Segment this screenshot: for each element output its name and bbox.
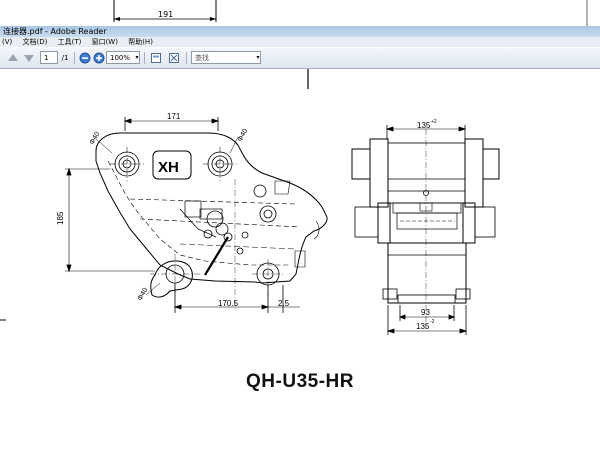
dim-phi40-top-left: Φ40 [89,131,102,146]
zoom-value: 100% [110,53,131,62]
find-dropdown[interactable]: ▾ [255,51,261,64]
prev-page-button[interactable] [6,51,20,64]
arrow-down-icon [24,54,34,62]
zoom-out-icon [79,52,90,63]
page-total-text: /1 [61,53,69,62]
fit-page-button[interactable] [167,51,180,64]
menu-document[interactable]: 文档(D) [22,38,48,46]
find-placeholder: 查找 [195,53,209,62]
dim-185: 185 [56,211,65,225]
document-page: 171 XH Φ40 Φ40 [0,69,600,457]
top-strip-drawing: 191 [113,0,588,26]
find-field[interactable]: 查找 [191,51,261,64]
zoom-dropdown[interactable]: ▾ [134,51,140,64]
toolbar-separator [186,52,187,64]
zoom-in-icon [93,52,104,63]
dim-93: 93 [421,308,430,317]
dim-phi40-top-right: Φ40 [237,128,250,143]
chevron-down-icon: ▾ [135,54,139,61]
fit-page-icon [168,52,179,63]
technical-drawing: 171 XH Φ40 Φ40 [0,69,500,335]
menu-window[interactable]: 窗口(W) [91,38,118,46]
logo-text: XH [158,159,179,176]
document-top-strip: 191 [0,0,600,26]
menu-bar: (V) 文档(D) 工具(T) 窗口(W) 帮助(H) [0,37,600,47]
top-strip-dim: 191 [158,10,173,19]
arrow-up-icon [8,53,18,61]
toolbar-separator [144,52,145,64]
dim-135-bottom: 135 [416,322,430,331]
dim-2-5: 2.5 [278,299,290,308]
dim-135-top: 135 [417,121,431,130]
toolbar-separator [74,52,75,64]
dim-135-top-tol: +2 [431,119,437,125]
front-view: 135 +2 [351,119,500,335]
zoom-in-button[interactable] [92,51,105,64]
window-title: 连接器.pdf - Adobe Reader [3,27,107,36]
fit-width-button[interactable] [149,51,162,64]
chevron-down-icon: ▾ [256,54,260,61]
menu-view[interactable]: (V) [2,38,13,46]
dim-171: 171 [167,112,181,121]
zoom-out-button[interactable] [78,51,91,64]
dim-135-bottom-tol: -2 [430,319,435,325]
menu-help[interactable]: 帮助(H) [128,38,153,46]
fit-width-icon [150,52,161,63]
side-view: 171 XH Φ40 Φ40 [56,112,328,313]
product-title: QH-U35-HR [246,371,354,392]
page-number-field[interactable]: 1 [40,51,58,64]
toolbar: 1 /1 100% ▾ 查找 ▾ [0,48,600,69]
dim-phi40-bottom-left: Φ40 [137,287,150,302]
next-page-button[interactable] [22,51,36,64]
menu-tools[interactable]: 工具(T) [57,38,82,46]
zoom-field[interactable]: 100% [106,51,140,64]
dim-170-5: 170.5 [218,299,239,308]
page-current: 1 [44,53,49,62]
window-titlebar: 连接器.pdf - Adobe Reader [0,26,600,37]
